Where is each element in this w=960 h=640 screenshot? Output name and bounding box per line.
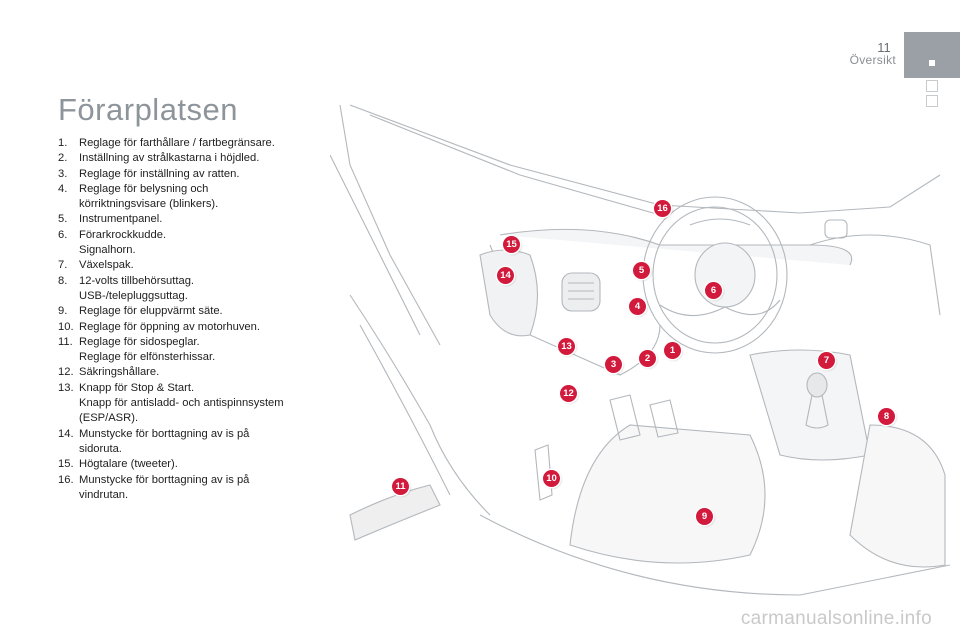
callout-marker-3: 3	[605, 356, 622, 373]
legend-text: Knapp för antisladd- och antispinnsystem	[79, 397, 284, 410]
legend-text: Förarkrockkudde.	[79, 228, 167, 241]
callout-marker-10: 10	[543, 470, 560, 487]
callout-marker-16: 16	[654, 200, 671, 217]
legend-item: 15. Högtalare (tweeter).	[58, 457, 320, 472]
legend-number: 4.	[58, 182, 68, 195]
callout-marker-12: 12	[560, 385, 577, 402]
legend-item: 8. 12-volts tillbehörsuttag. USB-/teleplug…	[58, 274, 320, 305]
legend-number: 1.	[58, 137, 68, 149]
legend-item: 2. Inställning av strålkastarna i höjdled…	[58, 151, 320, 166]
callout-marker-4: 4	[629, 298, 646, 315]
legend-number: 8.	[58, 274, 68, 287]
legend-list: 1. Reglage för farthållare / fartbegränsa…	[58, 136, 320, 503]
section-tab	[904, 32, 960, 78]
callout-marker-8: 8	[878, 408, 895, 425]
watermark: carmanualsonline.info	[740, 608, 932, 629]
legend-number: 13.	[58, 381, 74, 394]
callout-marker-5: 5	[633, 262, 650, 279]
callout-marker-2: 2	[639, 350, 656, 367]
legend-item: 10. Reglage för öppning av motorhuven.	[58, 320, 320, 335]
legend-item: 9. Reglage för eluppvärmt säte.	[58, 304, 320, 319]
legend-item: 13. Knapp för Stop & Start. Knapp för anti…	[58, 381, 320, 427]
callout-marker-11: 11	[392, 478, 409, 495]
legend-number: 7.	[58, 259, 68, 272]
legend-number: 12.	[58, 366, 74, 379]
callout-marker-6: 6	[705, 282, 722, 299]
legend-number: 3.	[58, 167, 68, 180]
legend-text: Knapp för Stop & Start.	[79, 381, 195, 394]
legend-text: USB-/telepluggsuttag.	[79, 289, 188, 302]
legend-text: sidoruta.	[79, 442, 122, 455]
legend-number: 16.	[58, 473, 74, 486]
legend-text: Högtalare (tweeter).	[79, 458, 178, 471]
legend-item: 1. Reglage för farthållare / fartbegränsa…	[58, 136, 320, 151]
legend-text: Reglage för öppning av motorhuven.	[79, 320, 260, 333]
tab-square-icon	[929, 60, 935, 66]
legend-item: 12. Säkringshållare.	[58, 365, 320, 380]
tab-box-icon	[926, 95, 938, 107]
callout-marker-1: 1	[664, 342, 681, 359]
legend-item: 11. Reglage för sidospeglar. Reglage för e…	[58, 335, 320, 366]
legend-item: 4. Reglage för belysning och körriktningsv…	[58, 182, 320, 213]
callout-marker-14: 14	[497, 267, 514, 284]
legend-number: 11.	[58, 335, 73, 348]
legend-text: Reglage för elfönsterhissar.	[79, 351, 216, 364]
legend-text: Instrumentpanel.	[79, 213, 163, 226]
legend-item: 7. Växelspak.	[58, 258, 320, 273]
page-title: Förarplatsen	[58, 92, 239, 127]
legend-number: 14.	[58, 427, 74, 440]
page-number: 11	[877, 40, 891, 55]
tab-box-icon	[926, 80, 938, 92]
legend-text: Munstycke för borttagning av is på	[79, 473, 250, 486]
legend-item: 3. Reglage för inställning av ratten.	[58, 167, 320, 182]
legend-text: Reglage för eluppvärmt säte.	[79, 305, 223, 318]
legend-text: körriktningsvisare (blinkers).	[79, 198, 219, 211]
legend-text: Reglage för inställning av ratten.	[79, 167, 240, 180]
legend-text: Växelspak.	[79, 259, 134, 272]
legend-item: 6. Förarkrockkudde. Signalhorn.	[58, 228, 320, 259]
callout-marker-7: 7	[818, 352, 835, 369]
legend-number: 9.	[58, 305, 68, 318]
legend-text: Reglage för sidospeglar.	[79, 335, 200, 348]
legend-item: 14. Munstycke för borttagning av is på sid…	[58, 427, 320, 458]
legend-text: 12-volts tillbehörsuttag.	[79, 274, 195, 287]
legend-text: Reglage för farthållare / fartbegränsare…	[79, 137, 275, 149]
legend-text: Munstycke för borttagning av is på	[79, 427, 250, 440]
legend-number: 2.	[58, 152, 68, 165]
legend-text: Inställning av strålkastarna i höjdled.	[79, 152, 260, 165]
callout-marker-9: 9	[696, 508, 713, 525]
legend-text: Signalhorn.	[79, 244, 136, 257]
legend-number: 6.	[58, 228, 68, 241]
legend-text: (ESP/ASR).	[79, 412, 139, 425]
legend-number: 10.	[58, 320, 74, 333]
legend-number: 5.	[58, 213, 68, 226]
legend-text: Reglage för belysning och	[79, 182, 209, 195]
legend-item: 5. Instrumentpanel.	[58, 212, 320, 227]
section-name: Översikt	[849, 53, 896, 67]
legend-text: Säkringshållare.	[79, 366, 160, 379]
legend-number: 15.	[58, 458, 74, 471]
callout-marker-13: 13	[558, 338, 575, 355]
callout-marker-15: 15	[503, 236, 520, 253]
legend-text: vindrutan.	[79, 488, 129, 501]
legend-item: 16. Munstycke för borttagning av is på vin…	[58, 473, 320, 504]
